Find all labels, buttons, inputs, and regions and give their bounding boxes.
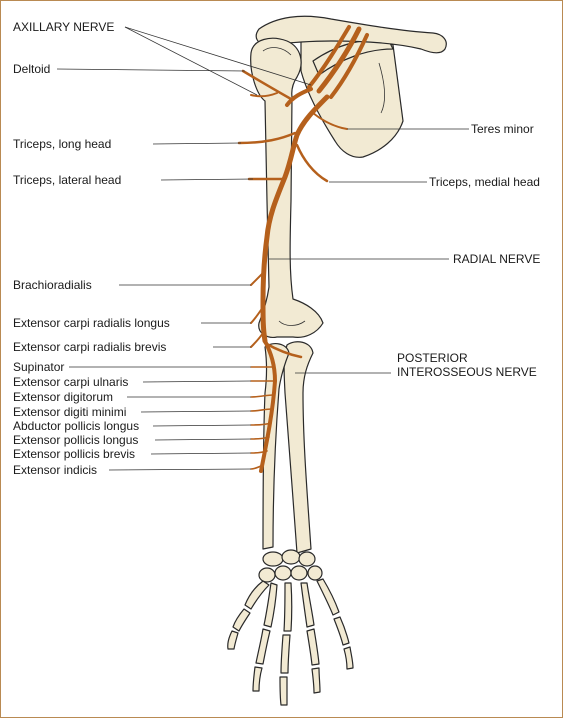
ring-finger [300,582,321,694]
branch-triceps-medial [295,143,329,183]
middle-finger [279,582,293,706]
branch-ecrl [250,306,264,324]
label-deltoid: Deltoid [13,62,51,76]
scapula-inner-edge [378,62,385,114]
branch-brachioradialis [250,270,266,286]
axillary-branch-teres [312,112,348,130]
label-ext-digitorum: Extensor digitorum [13,390,114,404]
humerus-condyle-line [278,320,306,326]
humerus-head-outline [262,47,292,56]
label-brachioradialis: Brachioradialis [13,278,92,292]
little-finger [316,578,354,670]
plexus-cord-2 [307,25,351,89]
label-posterior-interosseous-1: POSTERIOR [397,351,468,365]
label-posterior-interosseous-2: INTEROSSEOUS NERVE [397,365,537,379]
leader-lines [56,26,469,471]
humerus [250,37,324,338]
label-triceps-long-head: Triceps, long head [13,137,112,151]
branch-ecrb [250,332,264,348]
label-triceps-lateral-head: Triceps, lateral head [13,173,122,187]
label-abd-pollicis-longus: Abductor pollicis longus [13,419,140,433]
label-radial-nerve: RADIAL NERVE [453,252,541,266]
axillary-nerve-trunk [285,87,313,107]
plexus-cord-1 [316,26,362,94]
branch-triceps-long [237,131,297,145]
posterior-interosseous-nerve [259,339,277,473]
index-finger [252,582,278,692]
axillary-branch-deltoid [241,69,293,101]
ulna [283,341,314,554]
label-ext-pollicis-longus: Extensor pollicis longus [13,433,139,447]
label-triceps-medial-head: Triceps, medial head [429,175,540,189]
label-ec-ulnaris: Extensor carpi ulnaris [13,375,129,389]
radial-nerve [260,94,330,344]
axillary-branch-deltoid-2 [250,92,278,98]
label-ext-pollicis-brevis: Extensor pollicis brevis [13,447,136,461]
pin-muscle-branches [250,366,275,470]
carpal-bones [258,549,323,583]
label-axillary-nerve: AXILLARY NERVE [13,20,115,34]
thumb [227,580,270,650]
label-ext-indicis: Extensor indicis [13,463,98,477]
label-ecr-longus: Extensor carpi radialis longus [13,316,170,330]
label-teres-minor: Teres minor [471,122,534,136]
label-ecr-brevis: Extensor carpi radialis brevis [13,340,167,354]
label-ext-digiti-minimi: Extensor digiti minimi [13,405,127,419]
plexus-cord-3 [329,33,369,99]
pin-branch-superficial [263,341,303,359]
label-supinator: Supinator [13,360,65,374]
